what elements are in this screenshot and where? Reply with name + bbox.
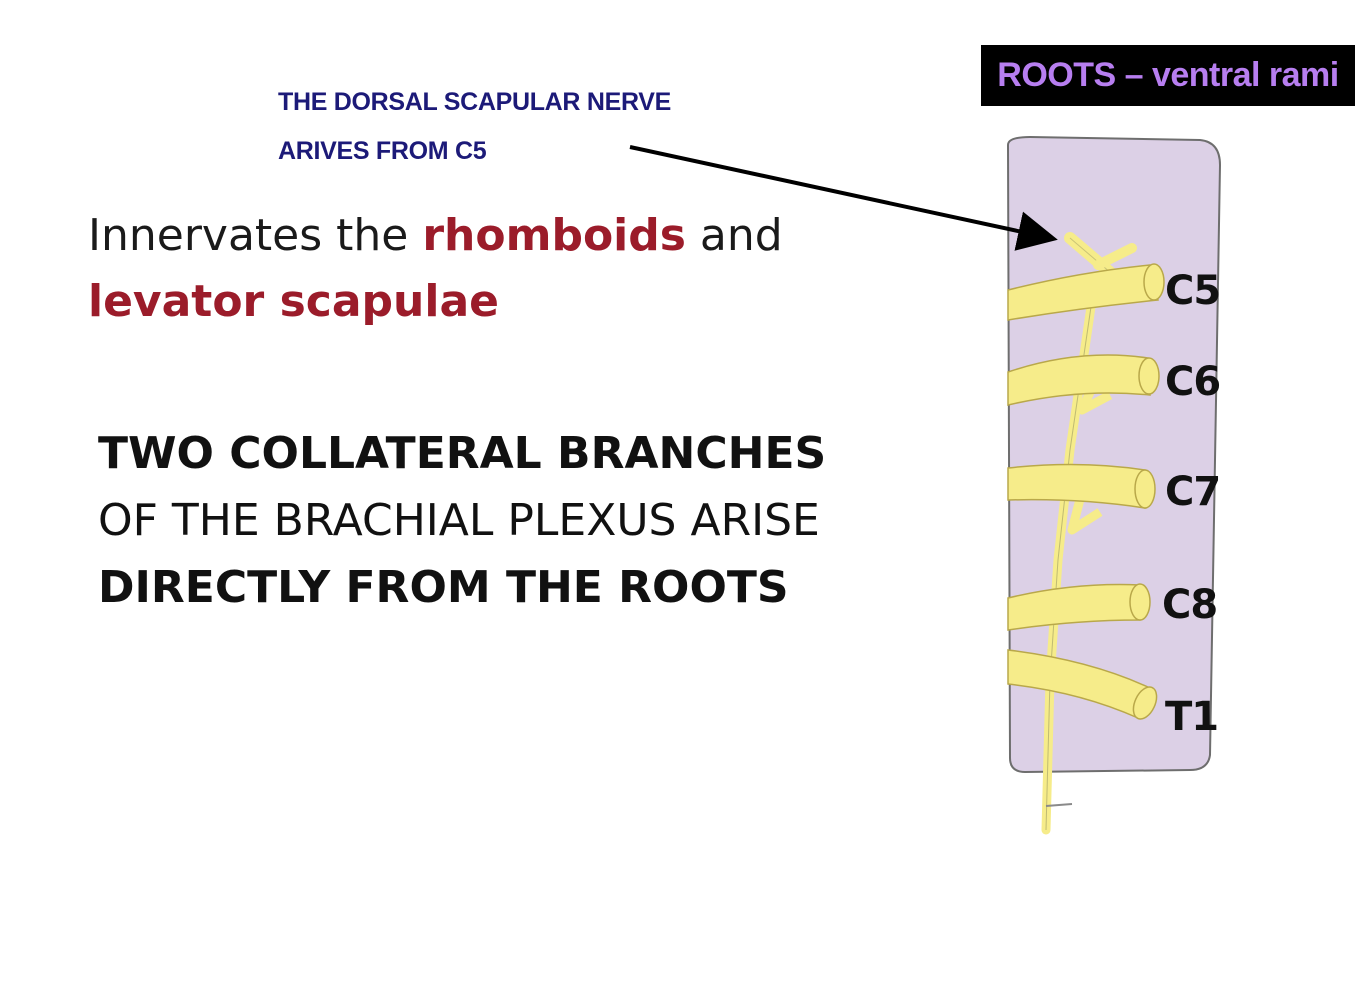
- innervates-statement: Innervates the rhomboids and levator sca…: [88, 203, 783, 335]
- innervates-mid: and: [685, 210, 783, 261]
- root-label-c7: C7: [1165, 469, 1221, 515]
- root-label-c5: C5: [1165, 268, 1221, 314]
- root-t1: [1007, 649, 1158, 720]
- root-c8: [1007, 583, 1151, 631]
- branches-line-2: OF THE BRACHIAL PLEXUS ARISE: [98, 495, 820, 546]
- branches-line-1: TWO COLLATERAL BRANCHES: [98, 428, 827, 479]
- innervates-prefix: Innervates the: [88, 210, 423, 261]
- root-c6: [1007, 354, 1160, 406]
- callout-line-1: THE DORSAL SCAPULAR NERVE: [278, 88, 672, 116]
- callout-line-2: ARIVES FROM C5: [278, 137, 487, 165]
- branches-statement: TWO COLLATERAL BRANCHES OF THE BRACHIAL …: [98, 420, 826, 621]
- root-c5: [1007, 263, 1165, 321]
- branches-line-3: DIRECTLY FROM THE ROOTS: [98, 562, 789, 613]
- root-label-t1: T1: [1165, 694, 1219, 740]
- callout-arrow: [629, 145, 1058, 251]
- muscle-levator-scapulae: levator scapulae: [88, 276, 499, 327]
- root-label-c6: C6: [1165, 359, 1221, 405]
- roots-badge: ROOTS – ventral rami: [981, 45, 1355, 106]
- root-label-c8: C8: [1162, 582, 1218, 628]
- muscle-rhomboids: rhomboids: [422, 210, 686, 261]
- root-c7: [1007, 463, 1156, 509]
